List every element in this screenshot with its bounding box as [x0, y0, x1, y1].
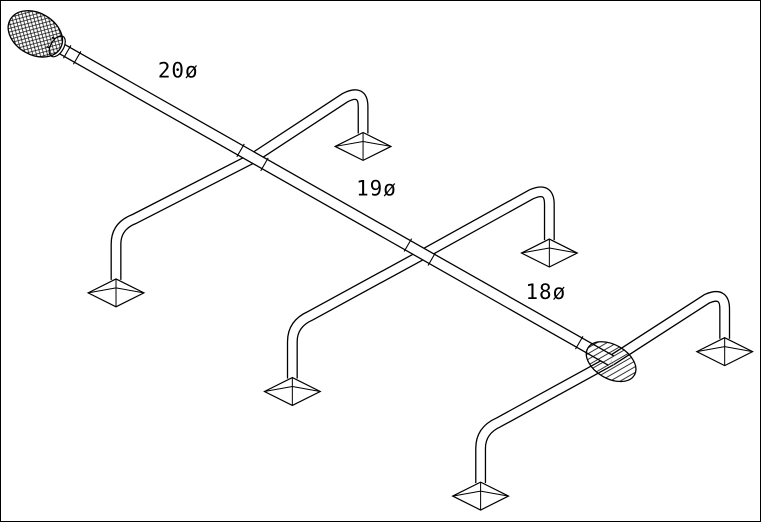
branch-pipe-1-upper [249, 89, 369, 163]
pipe-fill [111, 154, 255, 280]
pipe-support-foot-1 [334, 131, 392, 161]
coupling-fitting [585, 341, 637, 383]
pipe-support-foot-3 [520, 238, 578, 268]
pipe-support-foot-6 [452, 481, 510, 511]
pipe-fill [250, 90, 368, 162]
pipe-support-foot-4 [263, 376, 321, 407]
pipe-fill [476, 356, 614, 484]
pipe-support-foot-5 [696, 337, 754, 367]
branch-pipe-1-lower [110, 153, 255, 280]
branch-pipe-3-lower [475, 355, 614, 484]
joint-tick [236, 143, 245, 158]
joint-tick [575, 335, 584, 350]
pipe-joint-marks [62, 45, 584, 350]
joint-tick [427, 252, 437, 266]
inlet-fitting [7, 10, 66, 58]
joint-tick [62, 45, 72, 59]
dimension-labels: 20ø 19ø 18ø [158, 59, 566, 304]
diameter-label-segment-1: 20ø [158, 59, 199, 83]
diameter-label-segment-3: 18ø [525, 280, 566, 304]
branch-pipe-2-upper [417, 186, 555, 261]
main-header-pipe [46, 36, 615, 366]
joint-tick [403, 238, 413, 252]
joint-tick [260, 157, 269, 172]
diameter-label-segment-2: 19ø [356, 176, 397, 200]
pipe-fill [288, 252, 422, 379]
pipe-support-foot-2 [87, 278, 145, 308]
inlet-fitting-body [7, 10, 64, 58]
pipe-fill [608, 292, 729, 365]
coupling-fitting-body [585, 341, 637, 383]
branch-pipe-2-lower [286, 251, 423, 379]
joint-tick [72, 51, 82, 65]
pipe-fill [417, 187, 554, 260]
pipe-fill [46, 37, 614, 365]
branch-pipe-3-upper [608, 291, 731, 366]
